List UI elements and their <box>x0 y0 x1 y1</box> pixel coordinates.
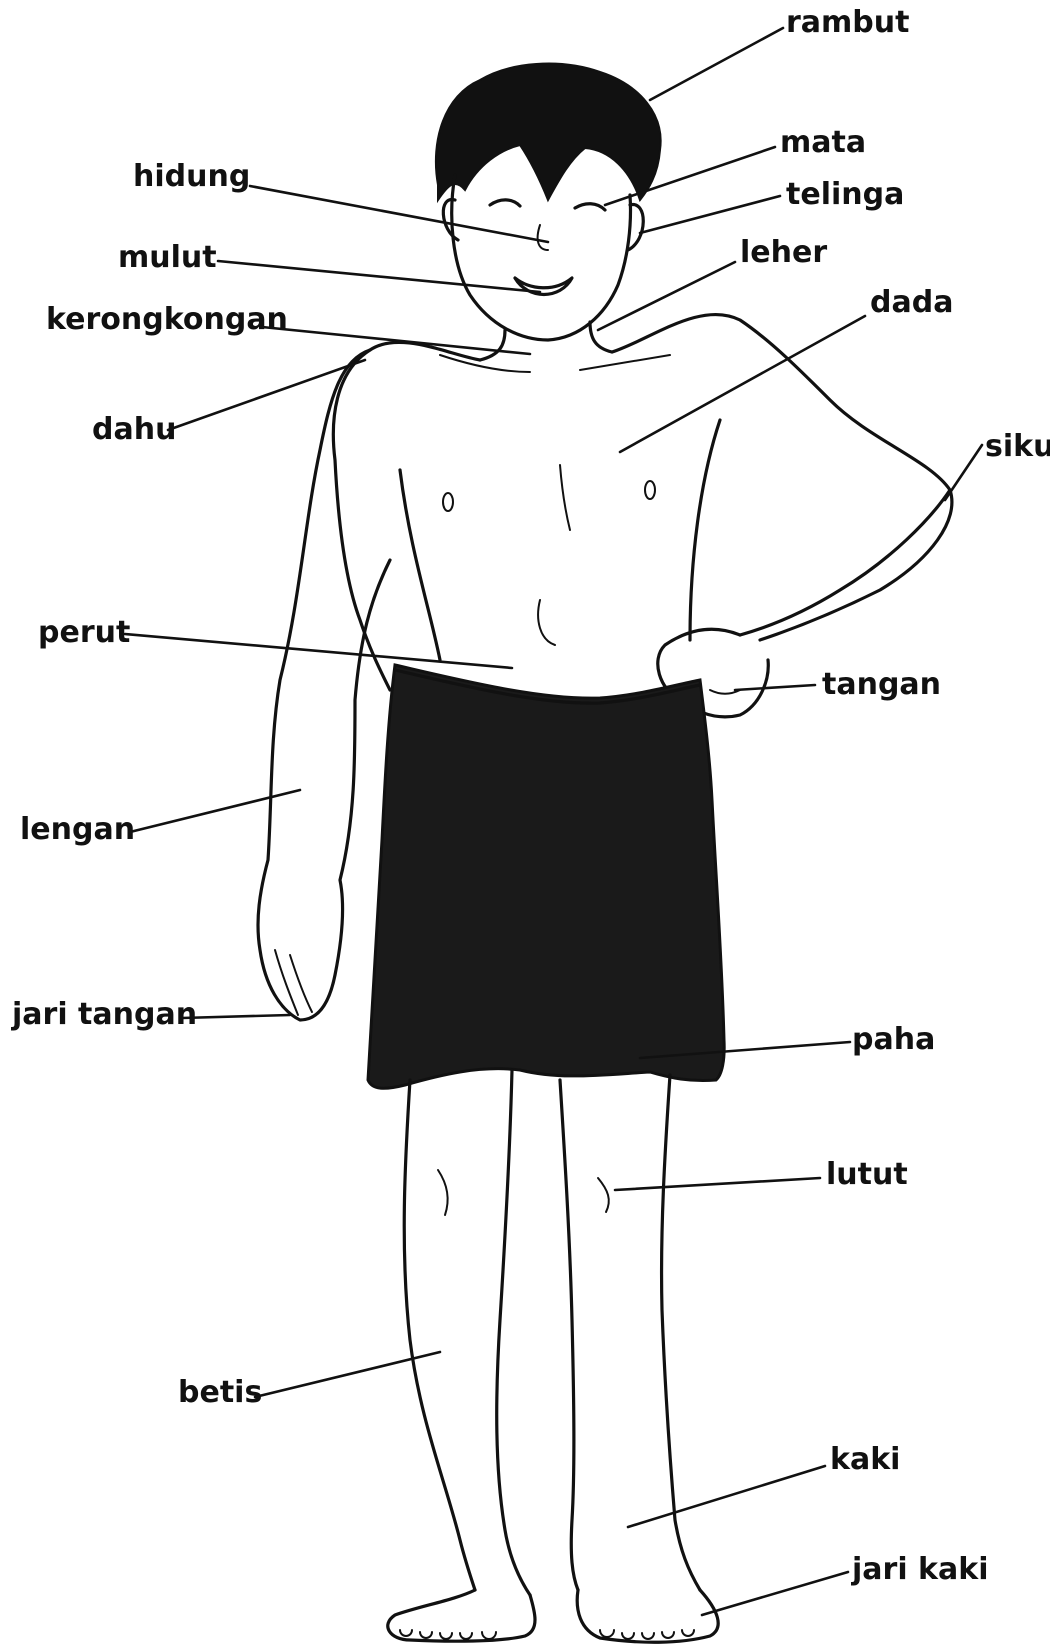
right-leg <box>662 1075 700 1590</box>
leader-hidung <box>250 186 548 242</box>
nipple-left <box>443 493 453 511</box>
right-toes <box>600 1630 694 1639</box>
nose <box>538 225 548 250</box>
eye-right <box>575 204 605 210</box>
waist-right <box>690 420 720 640</box>
label-tangan: tangan <box>822 670 941 700</box>
chest-line <box>400 470 440 660</box>
label-mata: mata <box>780 128 866 158</box>
left-leg <box>404 1080 475 1590</box>
label-jari-kaki: jari kaki <box>852 1555 988 1585</box>
eye-left <box>490 200 520 206</box>
label-hidung: hidung <box>133 162 250 192</box>
left-knee <box>438 1170 448 1215</box>
leader-lengan <box>130 790 300 832</box>
leader-mulut <box>218 261 540 292</box>
label-leher: leher <box>740 238 827 268</box>
right-knee <box>598 1178 609 1212</box>
label-kerongkongan: kerongkongan <box>46 305 288 335</box>
label-kaki: kaki <box>830 1445 900 1475</box>
navel-line <box>538 600 555 645</box>
label-betis: betis <box>178 1378 262 1408</box>
label-perut: perut <box>38 618 130 648</box>
leader-siku <box>945 445 982 500</box>
right-foot <box>577 1590 718 1642</box>
leader-telinga <box>640 196 780 233</box>
leader-lutut <box>615 1178 820 1190</box>
mouth <box>515 278 572 295</box>
label-mulut: mulut <box>118 243 217 273</box>
face-outline <box>452 175 631 340</box>
leader-kaki <box>628 1466 825 1527</box>
hair <box>436 64 661 200</box>
leader-kerongkongan <box>262 327 530 354</box>
label-dahu: dahu <box>92 415 176 445</box>
label-siku: siku <box>985 432 1050 462</box>
label-dada: dada <box>870 288 953 318</box>
left-arm <box>258 350 390 1020</box>
sarong <box>368 665 724 1088</box>
leader-jari-tangan <box>182 1015 290 1018</box>
label-lengan: lengan <box>20 815 135 845</box>
label-rambut: rambut <box>786 8 909 38</box>
leader-leher <box>598 262 735 330</box>
label-paha: paha <box>852 1025 935 1055</box>
right-leg-inner <box>560 1080 578 1590</box>
label-jari-tangan: jari tangan <box>12 1000 197 1030</box>
leader-perut <box>125 634 512 668</box>
label-lutut: lutut <box>826 1160 908 1190</box>
leader-rambut <box>650 28 783 100</box>
leader-dada <box>620 316 865 452</box>
left-toes <box>400 1630 496 1639</box>
left-leg-inner <box>497 1070 530 1595</box>
leader-tangan <box>735 685 815 690</box>
leader-betis <box>255 1352 440 1397</box>
label-telinga: telinga <box>786 180 904 210</box>
nipple-right <box>645 481 655 499</box>
collarbone-right <box>580 355 670 370</box>
leader-jari-kaki <box>702 1572 848 1615</box>
sternum <box>560 465 570 530</box>
